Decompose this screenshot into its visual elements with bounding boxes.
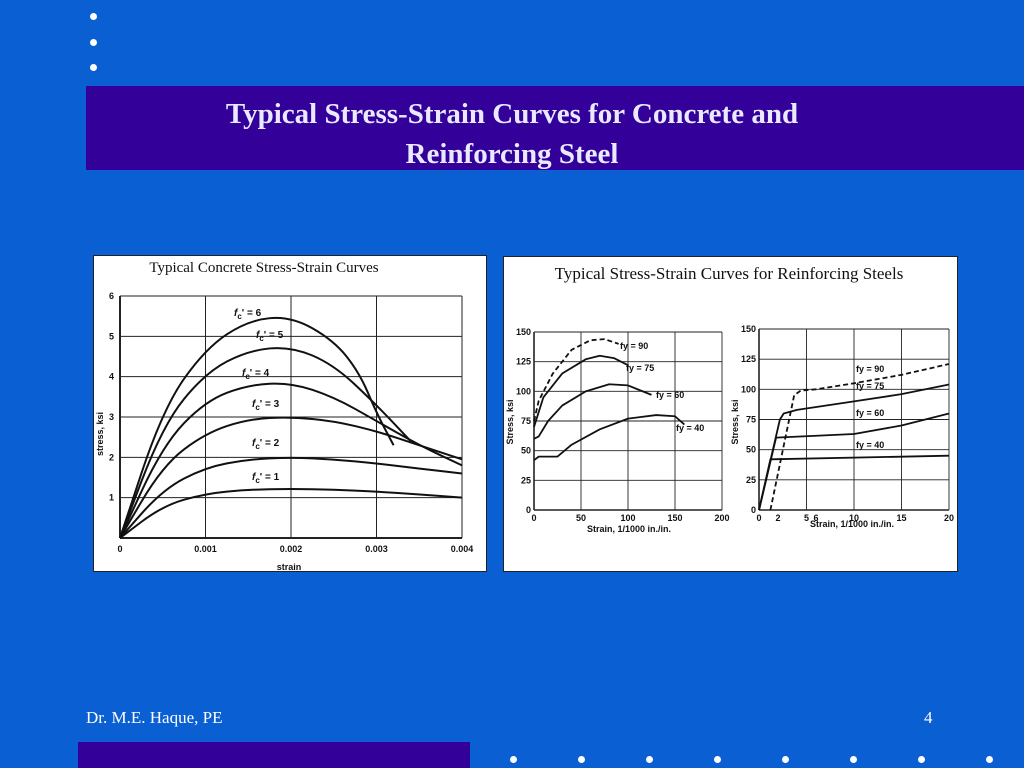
concrete-y-tick-label: 6 (109, 291, 114, 301)
steel-x-tick-label: 150 (667, 513, 682, 523)
steel-curve (533, 414, 685, 461)
steel-y-tick-label: 150 (741, 324, 756, 334)
concrete-series-label: fc' = 5 (256, 330, 284, 343)
steel-x-tick-label: 200 (714, 513, 729, 523)
concrete-y-tick-label: 3 (109, 412, 114, 422)
steel-y-tick-label: 0 (751, 505, 756, 515)
steel-series-label: fy = 90 (856, 364, 884, 374)
steel-y-tick-label: 75 (521, 416, 531, 426)
concrete-chart: Typical Concrete Stress-Strain Curves 0 0… (95, 260, 474, 572)
concrete-x-tick-label: 0.002 (280, 544, 303, 554)
concrete-curve (119, 316, 395, 539)
author-footer: Dr. M.E. Haque, PE (86, 708, 223, 727)
concrete-y-tick-label: 4 (109, 372, 114, 382)
steel-curve (758, 383, 950, 511)
steel-y-tick-label: 75 (746, 415, 756, 425)
steel-series-label: fy = 40 (856, 440, 884, 450)
steel-y-tick-label: 50 (521, 446, 531, 456)
concrete-series-label: fc' = 1 (252, 472, 280, 485)
steel-x-tick-label: 0 (531, 513, 536, 523)
steel-left-x-axis-label: Strain, 1/1000 in./in. (587, 524, 671, 534)
concrete-chart-panel: Typical Concrete Stress-Strain Curves 0 0… (93, 255, 487, 572)
slide-title-line-2: Reinforcing Steel (405, 138, 619, 170)
steel-x-tick-label: 2 (775, 513, 780, 523)
concrete-series-label: fc' = 6 (234, 308, 262, 321)
steel-curve (533, 383, 652, 440)
steel-y-tick-label: 100 (516, 386, 531, 396)
concrete-series-label: fc' = 2 (252, 438, 280, 451)
steel-y-tick-label: 150 (516, 327, 531, 337)
bullet-dot-1 (90, 13, 97, 20)
concrete-x-tick-label: 0 (117, 544, 122, 554)
steel-x-tick-label: 50 (576, 513, 586, 523)
page-number: 4 (924, 708, 933, 727)
concrete-x-tick-label: 0.004 (451, 544, 474, 554)
steel-y-tick-label: 125 (741, 354, 756, 364)
steel-y-tick-label: 50 (746, 445, 756, 455)
footer-dot (510, 756, 517, 763)
bullet-dot-3 (90, 64, 97, 71)
concrete-series-label: fc' = 3 (252, 399, 280, 412)
footer-dot (782, 756, 789, 763)
steel-x-tick-label: 10 (849, 513, 859, 523)
footer-dot (918, 756, 925, 763)
concrete-x-tick-label: 0.003 (365, 544, 388, 554)
concrete-series-label: fc' = 4 (242, 368, 270, 381)
steel-y-tick-label: 0 (526, 505, 531, 515)
steel-right-y-axis-label: Stress, ksi (730, 399, 740, 444)
steel-left-y-axis-label: Stress, ksi (505, 399, 515, 444)
steel-x-tick-label: 5 (804, 513, 809, 523)
concrete-x-axis-label: strain (277, 562, 302, 571)
steel-series-label: fy = 75 (626, 363, 654, 373)
steel-x-tick-label: 15 (896, 513, 906, 523)
steel-curve (533, 338, 619, 422)
steel-x-tick-label: 0 (756, 513, 761, 523)
bottom-band (78, 742, 470, 768)
steel-series-label: fy = 60 (656, 390, 684, 400)
steel-curve (769, 363, 950, 511)
steel-series-label: fy = 40 (676, 423, 704, 433)
concrete-curve (119, 382, 463, 539)
footer-dot (578, 756, 585, 763)
concrete-curve (119, 456, 463, 539)
steel-y-tick-label: 25 (521, 475, 531, 485)
steel-curve (533, 354, 629, 428)
slide-title-line-1: Typical Stress-Strain Curves for Concret… (225, 98, 799, 130)
steel-curve (758, 454, 950, 511)
steel-chart-panel: Typical Stress-Strain Curves for Reinfor… (503, 256, 958, 572)
footer-dot (714, 756, 721, 763)
concrete-curve (119, 487, 463, 539)
footer-dot (646, 756, 653, 763)
slide-title: Typical Stress-Strain Curves for Concret… (86, 94, 938, 174)
concrete-y-tick-label: 2 (109, 452, 114, 462)
steel-y-tick-label: 100 (741, 384, 756, 394)
concrete-x-tick-label: 0.001 (194, 544, 217, 554)
steel-x-tick-label: 100 (620, 513, 635, 523)
steel-series-label: fy = 75 (856, 381, 884, 391)
title-band (86, 86, 1024, 170)
steel-series-label: fy = 60 (856, 408, 884, 418)
concrete-y-tick-label: 1 (109, 493, 114, 503)
concrete-y-tick-label: 5 (109, 331, 114, 341)
steel-y-tick-label: 25 (746, 475, 756, 485)
steel-charts: Typical Stress-Strain Curves for Reinfor… (505, 264, 954, 534)
footer-dot (850, 756, 857, 763)
steel-series-label: fy = 90 (620, 341, 648, 351)
steel-x-tick-label: 6 (813, 513, 818, 523)
concrete-y-axis-label: stress, ksi (95, 412, 105, 456)
concrete-chart-title: Typical Concrete Stress-Strain Curves (149, 260, 378, 276)
steel-x-tick-label: 20 (944, 513, 954, 523)
concrete-curve (119, 347, 412, 539)
footer-dot (986, 756, 993, 763)
concrete-curve (119, 416, 463, 539)
bullet-dot-2 (90, 39, 97, 46)
steel-chart-title: Typical Stress-Strain Curves for Reinfor… (555, 264, 904, 283)
steel-right-x-axis-label: Strain, 1/1000 in./in. (810, 519, 894, 529)
steel-y-tick-label: 125 (516, 357, 531, 367)
